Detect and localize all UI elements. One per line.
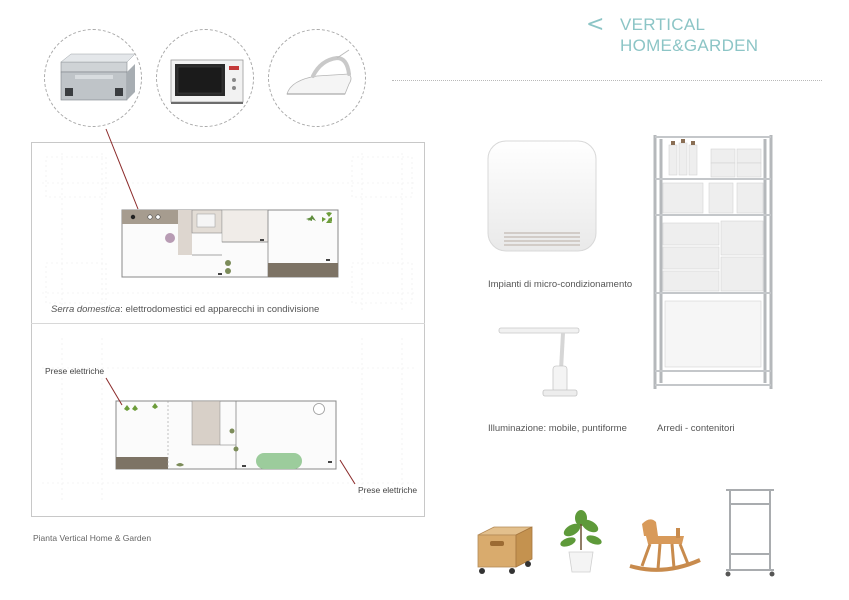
appliance-circle-microwave: [156, 29, 254, 127]
header-divider: [392, 80, 822, 81]
title-line-2: HOME&GARDEN: [620, 36, 759, 55]
clothes-rack-icon: [725, 489, 775, 577]
appliance-circle-griddle: [44, 29, 142, 127]
upper-caption-rest: : elettrodomestici ed apparecchi in cond…: [120, 304, 320, 315]
plan-footer-caption: Pianta Vertical Home & Garden: [33, 533, 152, 543]
upper-caption-italic: Serra domestica: [51, 304, 121, 315]
lamp-caption: Illuminazione: mobile, puntiforme: [488, 423, 627, 434]
lower-plan: [115, 400, 337, 470]
title-line-1: VERTICAL: [620, 15, 706, 34]
shelf-caption: Arredi - contenitori: [657, 423, 735, 434]
storage-shelf-icon: [653, 135, 773, 389]
microwave-icon: [170, 59, 244, 104]
floor-plan-drawing: [42, 153, 416, 503]
heater-caption: Impianti di micro-condizionamento: [488, 279, 633, 290]
back-arrow-icon[interactable]: <: [586, 12, 605, 37]
iron-icon: [286, 49, 352, 95]
wooden-crate-icon: [477, 526, 533, 574]
upper-plan-caption: Serra domestica: elettrodomestici ed app…: [51, 304, 319, 315]
rocking-horse-icon: [629, 519, 701, 572]
outlet-label-right: Prese elettriche: [358, 485, 418, 495]
floor-plan-panel: [31, 142, 425, 517]
page-title: VERTICAL HOME&GARDEN: [620, 14, 758, 56]
potted-plant-icon: [560, 510, 602, 573]
appliance-circle-iron: [268, 29, 366, 127]
plan-divider: [31, 323, 425, 324]
desk-lamp-icon: [498, 327, 580, 397]
griddle-icon: [60, 53, 136, 101]
heater-icon: [487, 140, 597, 252]
upper-plan: [121, 209, 339, 278]
outlet-label-left: Prese elettriche: [45, 366, 105, 376]
